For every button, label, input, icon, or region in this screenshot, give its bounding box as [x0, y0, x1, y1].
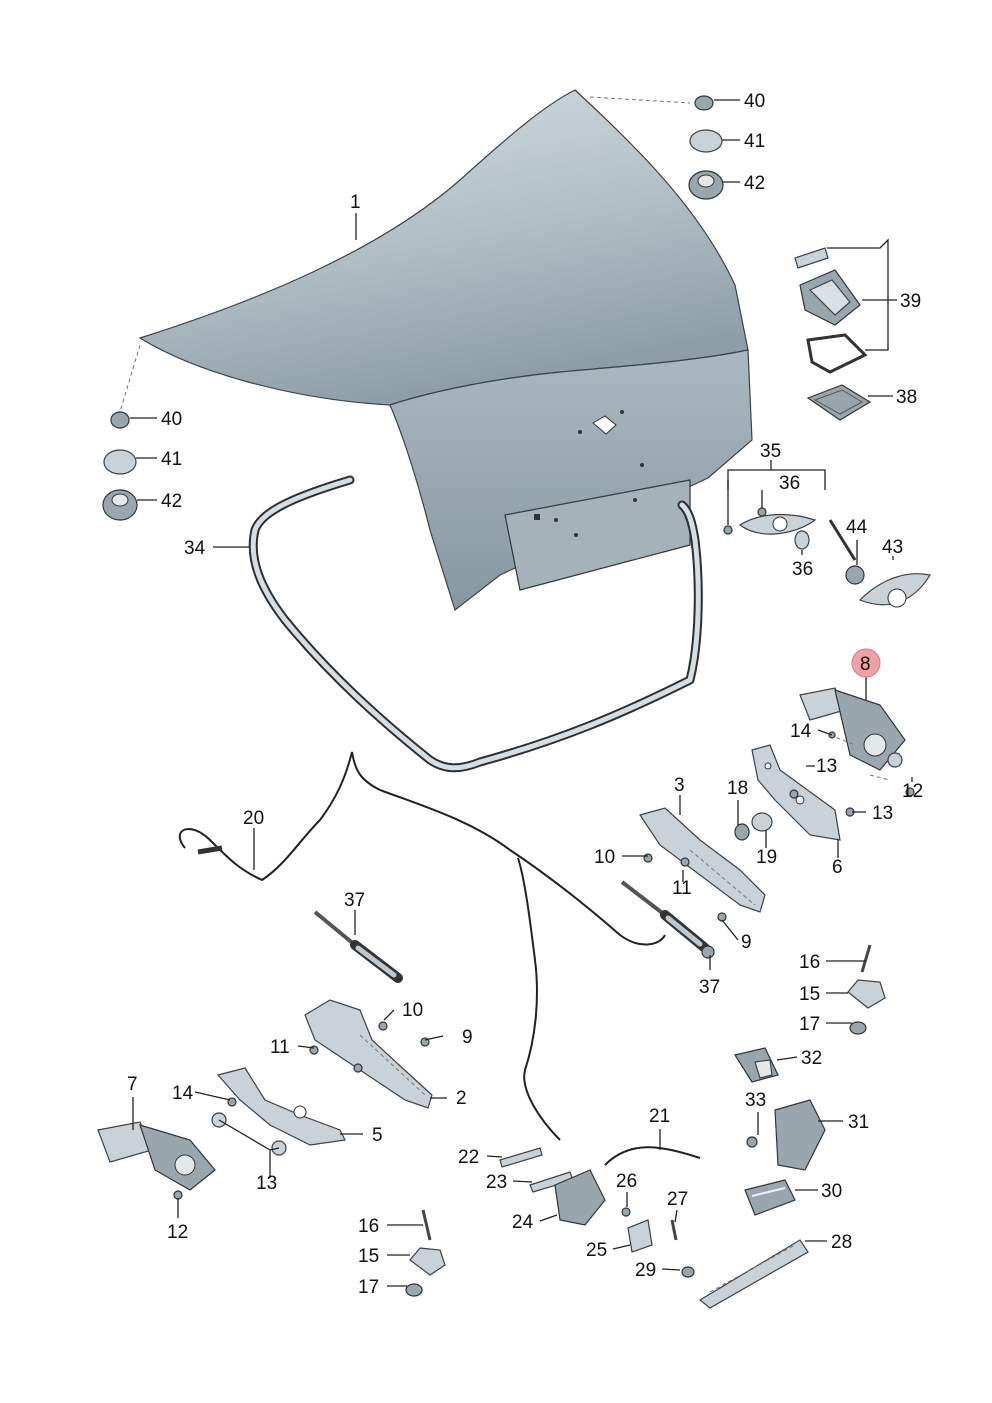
callout-3: 3 — [674, 775, 685, 796]
callout-39: 39 — [900, 291, 921, 312]
callout-10-left: 10 — [402, 1000, 423, 1021]
gas-strut-right — [620, 880, 715, 959]
callout-42-left: 42 — [161, 491, 182, 512]
callout-36-bottom: 36 — [792, 559, 813, 580]
callout-13-left: 13 — [256, 1173, 277, 1194]
striker-left — [405, 1209, 446, 1297]
hinge-bracket-left — [211, 1067, 346, 1156]
callout-13-right-bottom: 13 — [872, 803, 893, 824]
callout-11-left: 11 — [270, 1037, 290, 1058]
callout-15-right: 15 — [799, 984, 820, 1005]
callout-14-left: 14 — [172, 1083, 194, 1104]
callout-31: 31 — [848, 1112, 869, 1133]
trunk-lid — [138, 89, 753, 612]
callout-41-top: 41 — [744, 131, 765, 152]
callout-11-right: 11 — [672, 878, 692, 899]
striker-right — [847, 944, 886, 1035]
callout-38: 38 — [896, 387, 917, 408]
callout-28: 28 — [831, 1232, 852, 1253]
callout-19: 19 — [756, 847, 777, 868]
callout-27: 27 — [667, 1189, 688, 1210]
callout-32: 32 — [801, 1048, 822, 1069]
callout-7: 7 — [127, 1074, 138, 1095]
emblems — [723, 507, 931, 608]
trunk-lock — [734, 1047, 826, 1171]
callout-41-left: 41 — [161, 449, 182, 470]
callout-8: 8 — [860, 654, 871, 675]
lock-motor-left — [97, 1121, 216, 1200]
release-cable — [178, 751, 666, 1141]
callout-20: 20 — [243, 808, 264, 829]
bumpers-top — [688, 95, 724, 200]
callout-26: 26 — [616, 1171, 637, 1192]
callout-18: 18 — [727, 778, 748, 799]
lock-actuator — [799, 687, 906, 781]
callout-36-top: 36 — [779, 473, 800, 494]
trunk-seal — [248, 475, 703, 773]
handle-cover-set — [794, 247, 872, 421]
callout-9-left: 9 — [462, 1027, 473, 1048]
callout-25: 25 — [586, 1240, 607, 1261]
callout-14-right: 14 — [790, 721, 812, 742]
callout-43: 43 — [882, 537, 903, 558]
callout-40-left: 40 — [161, 409, 182, 430]
callout-10-right: 10 — [594, 847, 615, 868]
bumpers-left — [102, 411, 138, 521]
callout-33: 33 — [745, 1090, 766, 1111]
trunk-handle — [744, 1179, 796, 1216]
callout-35: 35 — [760, 441, 781, 462]
callout-9-right: 9 — [741, 932, 752, 953]
latch-rail — [681, 1239, 809, 1309]
hinge-bracket-right — [734, 731, 915, 841]
release-parts — [499, 1146, 701, 1253]
callout-2: 2 — [456, 1088, 467, 1109]
callout-29: 29 — [635, 1260, 656, 1281]
callout-44: 44 — [846, 517, 868, 538]
callout-37-right: 37 — [699, 977, 720, 998]
callout-34: 34 — [184, 538, 206, 559]
hinge-arm-right — [639, 807, 766, 922]
hinge-arm-left — [304, 999, 433, 1109]
callout-30: 30 — [821, 1181, 842, 1202]
callout-15-left: 15 — [358, 1246, 379, 1267]
highlight-marker — [851, 648, 881, 678]
callout-23: 23 — [486, 1172, 507, 1193]
callout-22: 22 — [458, 1147, 479, 1168]
callout-37-left: 37 — [344, 890, 365, 911]
callout-21: 21 — [649, 1106, 670, 1127]
callout-17-left: 17 — [358, 1277, 379, 1298]
callout-5: 5 — [372, 1125, 383, 1146]
callout-labels: 1 40 41 42 40 41 42 34 39 38 35 36 36 44… — [127, 91, 923, 1298]
callout-24: 24 — [512, 1212, 534, 1233]
callout-16-left: 16 — [358, 1216, 379, 1237]
callout-12-right: 12 — [902, 781, 923, 802]
callout-12-left: 12 — [167, 1222, 188, 1243]
callout-13-right-top: 13 — [816, 756, 837, 777]
leader-lines — [119, 96, 913, 1287]
callout-42-top: 42 — [744, 173, 765, 194]
callout-40-top: 40 — [744, 91, 765, 112]
callout-17-right: 17 — [799, 1014, 820, 1035]
callout-1: 1 — [350, 192, 361, 213]
callout-16-right: 16 — [799, 952, 820, 973]
callout-6: 6 — [832, 857, 843, 878]
gas-strut-left — [313, 910, 403, 983]
